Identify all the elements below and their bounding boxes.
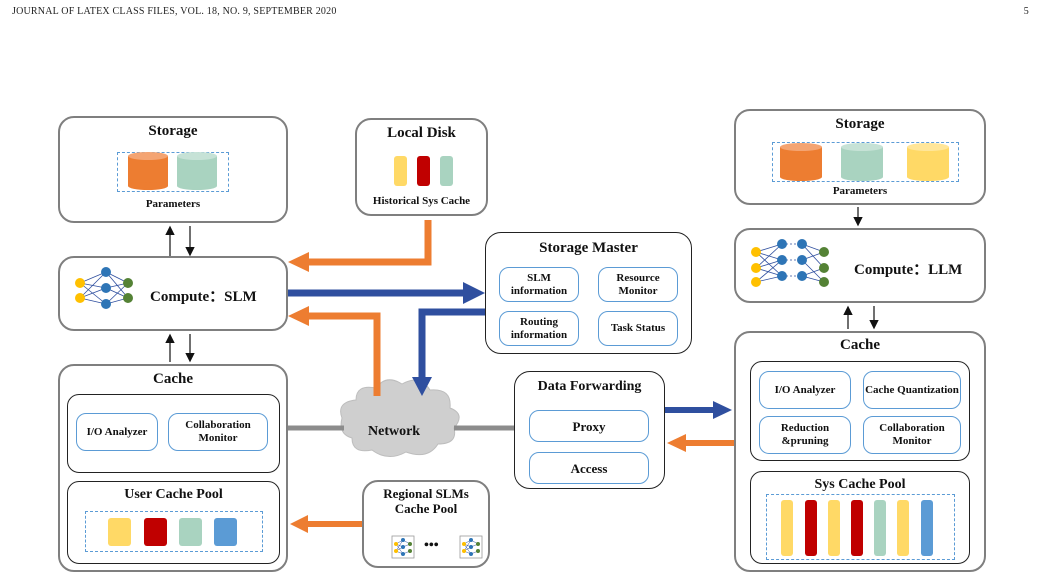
right-io-analyzer: I/O Analyzer [759,371,851,409]
local-disk-caption: Historical Sys Cache [372,195,471,207]
right-cache-title: Cache [840,337,880,353]
disk-bar-teal [440,156,453,186]
left-storage-title: Storage [148,123,198,139]
regional-cache-pool-box: Regional SLMs Cache Pool ••• [362,480,490,568]
regional-ellipsis: ••• [424,538,439,553]
sys-bar-4 [851,500,863,556]
disk-bar-yellow [394,156,407,186]
sys-bar-2 [805,500,817,556]
right-cache-box: Cache I/O Analyzer Cache Quantization Re… [734,331,986,572]
sys-bar-1 [781,500,793,556]
left-cache-box: Cache I/O Analyzer Collaboration Monitor… [58,364,288,572]
slm-information: SLM information [499,267,579,302]
local-disk-title: Local Disk [387,125,456,141]
left-cache-analyzers: I/O Analyzer Collaboration Monitor [67,394,280,473]
right-collaboration-monitor: Collaboration Monitor [863,416,961,454]
left-storage-dash [117,152,229,192]
page-number: 5 [1023,6,1029,17]
left-io-analyzer: I/O Analyzer [76,413,158,451]
network-label: Network [368,424,421,439]
pool-block-teal [179,518,202,546]
compute-slm-label: Compute：SLM [150,289,257,305]
disk-to-slm-arrow [305,220,432,266]
routing-information: Routing information [499,311,579,346]
right-storage-dash [772,142,959,182]
pool-block-red [144,518,167,546]
compute-slm-box: Compute：SLM [58,256,288,331]
right-storage-title: Storage [835,116,885,132]
user-cache-pool-title: User Cache Pool [124,487,223,502]
pool-block-yellow [108,518,131,546]
resource-monitor: Resource Monitor [598,267,678,302]
left-cache-title: Cache [153,371,193,387]
parameter-cylinders [128,152,217,190]
right-storage-box: Storage Parameters [734,109,986,205]
sys-bar-7 [921,500,933,556]
left-collaboration-monitor: Collaboration Monitor [168,413,268,451]
storage-master-title: Storage Master [539,240,638,256]
local-disk-box: Local Disk Historical Sys Cache [355,118,488,216]
cylinder-teal-icon [177,152,217,190]
neural-network-icon [75,267,133,309]
user-pool-dash [85,511,263,552]
cylinder-orange-icon [128,152,168,190]
sys-bar-6 [897,500,909,556]
compute-llm-label: Compute：LLM [854,262,963,278]
proxy-module: Proxy [529,410,649,442]
reduction-pruning: Reduction &pruning [759,416,851,454]
master-to-network-arrow [418,308,485,380]
journal-running-head: JOURNAL OF LATEX CLASS FILES, VOL. 18, N… [12,6,337,17]
right-parameters-label: Parameters [832,185,888,197]
right-parameter-cylinders [780,143,949,181]
regional-network-icons [391,535,483,559]
right-cylinder-orange-icon [780,143,822,181]
sys-cache-pool-title: Sys Cache Pool [814,477,906,492]
data-forwarding-box: Data Forwarding Proxy Access [514,371,665,489]
right-cache-modules: I/O Analyzer Cache Quantization Reductio… [750,361,970,461]
left-parameters-label: Parameters [145,198,201,210]
sys-bar-3 [828,500,840,556]
sys-bar-5 [874,500,886,556]
left-storage-box: Storage Parameters [58,116,288,223]
pool-block-blue [214,518,237,546]
compute-llm-box: Compute：LLM [734,228,986,303]
network-to-slm-arrow [305,312,381,396]
right-cylinder-teal-icon [841,143,883,181]
disk-bar-red [417,156,430,186]
user-cache-pool: User Cache Pool [67,481,280,564]
access-module: Access [529,452,649,484]
page-header: JOURNAL OF LATEX CLASS FILES, VOL. 18, N… [12,6,1029,20]
sys-pool-dash [766,494,955,560]
right-cylinder-yellow-icon [907,143,949,181]
llm-neural-network-icon [751,239,829,287]
regional-title: Regional SLMs Cache Pool [383,486,469,516]
cache-quantization: Cache Quantization [863,371,961,409]
data-forwarding-title: Data Forwarding [537,379,642,394]
sys-cache-pool: Sys Cache Pool [750,471,970,564]
storage-master-box: Storage Master SLM information Resource … [485,232,692,354]
task-status: Task Status [598,311,678,346]
